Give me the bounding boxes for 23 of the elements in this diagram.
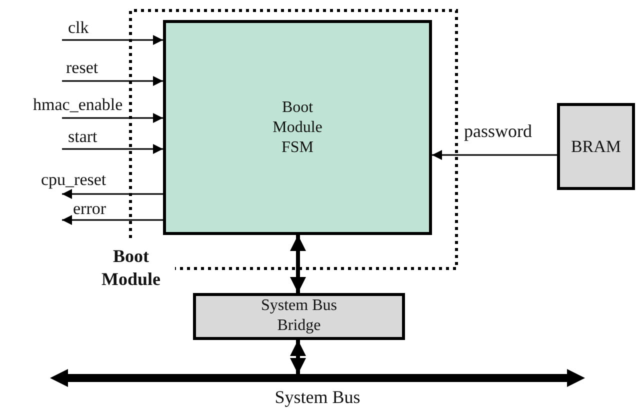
- double-arrow: [290, 235, 306, 293]
- box-label: BRAM: [570, 136, 622, 156]
- box-label: System Bus Bridge: [260, 296, 338, 336]
- arrow: [432, 150, 557, 160]
- group-heading: Boot Module: [100, 245, 162, 291]
- box-label: Boot Module FSM: [272, 98, 324, 158]
- signal-label: start: [62, 126, 108, 148]
- arrow: [62, 215, 163, 225]
- memory-box: [557, 103, 635, 190]
- signal-label: error: [62, 198, 115, 220]
- double-arrow: [290, 340, 306, 374]
- signal-label: hmac_enable: [33, 94, 129, 116]
- bus-label: System Bus: [274, 387, 362, 408]
- arrow: [62, 76, 163, 86]
- fsm-box: [163, 20, 432, 235]
- arrow: [62, 113, 163, 123]
- signal-label: cpu_reset: [41, 169, 123, 191]
- arrow: [62, 189, 163, 199]
- arrow: [62, 35, 163, 45]
- bridge-box: [193, 293, 405, 340]
- signal-label: clk: [62, 17, 98, 39]
- arrow: [62, 144, 163, 154]
- signal-label: reset: [62, 57, 108, 79]
